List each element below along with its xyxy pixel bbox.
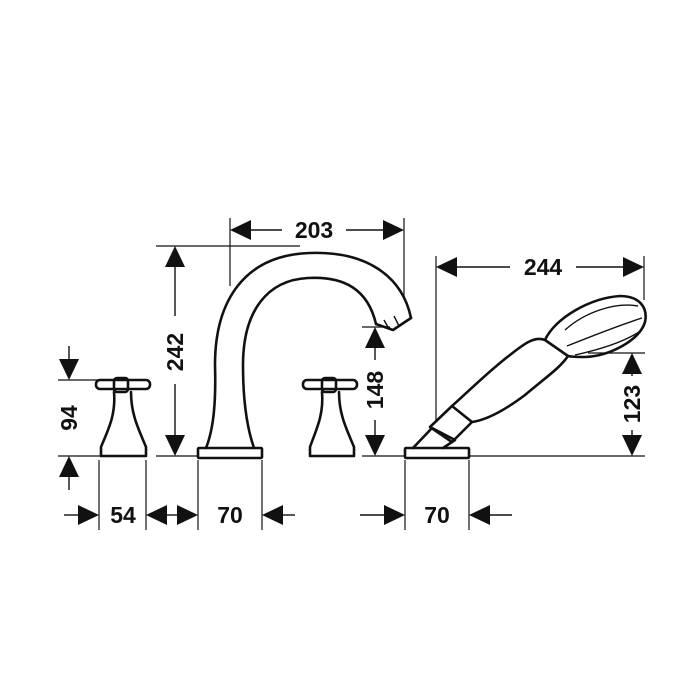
label-shower-base-width: 70	[424, 502, 450, 528]
label-handshower-height: 123	[619, 385, 645, 423]
arrow-head	[59, 359, 79, 380]
arrow-head	[384, 505, 405, 525]
label-handshower-length: 244	[524, 254, 563, 280]
arrow-head	[436, 257, 457, 277]
dim-spout-base-width: 70	[167, 460, 295, 530]
dim-spout-outlet-height: 148	[362, 326, 405, 457]
dim-spout-height: 242	[156, 245, 300, 457]
arrow-head	[622, 353, 642, 374]
arrow-head	[383, 220, 404, 240]
spout	[196, 251, 413, 460]
arrow-head	[165, 246, 185, 267]
dim-handle-height: 94	[56, 346, 104, 490]
arrow-head	[146, 505, 167, 525]
arrow-head	[230, 220, 251, 240]
dim-shower-base-width: 70	[360, 460, 512, 530]
label-spout-outlet-height: 148	[362, 371, 388, 410]
arrow-head	[165, 435, 185, 456]
arrow-head	[177, 505, 198, 525]
hand-shower	[403, 294, 647, 460]
arrow-head	[78, 505, 99, 525]
arrow-head	[365, 327, 385, 348]
arrow-head	[365, 435, 385, 456]
dim-spout-reach: 203	[229, 217, 405, 298]
left-cross-handle	[94, 376, 152, 458]
dim-handle-base-width: 54	[64, 460, 167, 530]
label-handle-base-width: 54	[110, 502, 136, 528]
label-handle-height: 94	[56, 405, 82, 431]
arrow-head	[622, 435, 642, 456]
dim-handshower-length: 244	[435, 254, 645, 420]
label-spout-reach: 203	[295, 217, 333, 243]
dim-handshower-height: 123	[469, 352, 645, 457]
arrow-head	[469, 505, 490, 525]
arrow-head	[262, 505, 283, 525]
right-cross-handle	[301, 376, 359, 458]
label-spout-base-width: 70	[217, 502, 243, 528]
label-spout-height: 242	[162, 333, 188, 371]
arrow-head	[623, 257, 644, 277]
arrow-head	[59, 456, 79, 477]
